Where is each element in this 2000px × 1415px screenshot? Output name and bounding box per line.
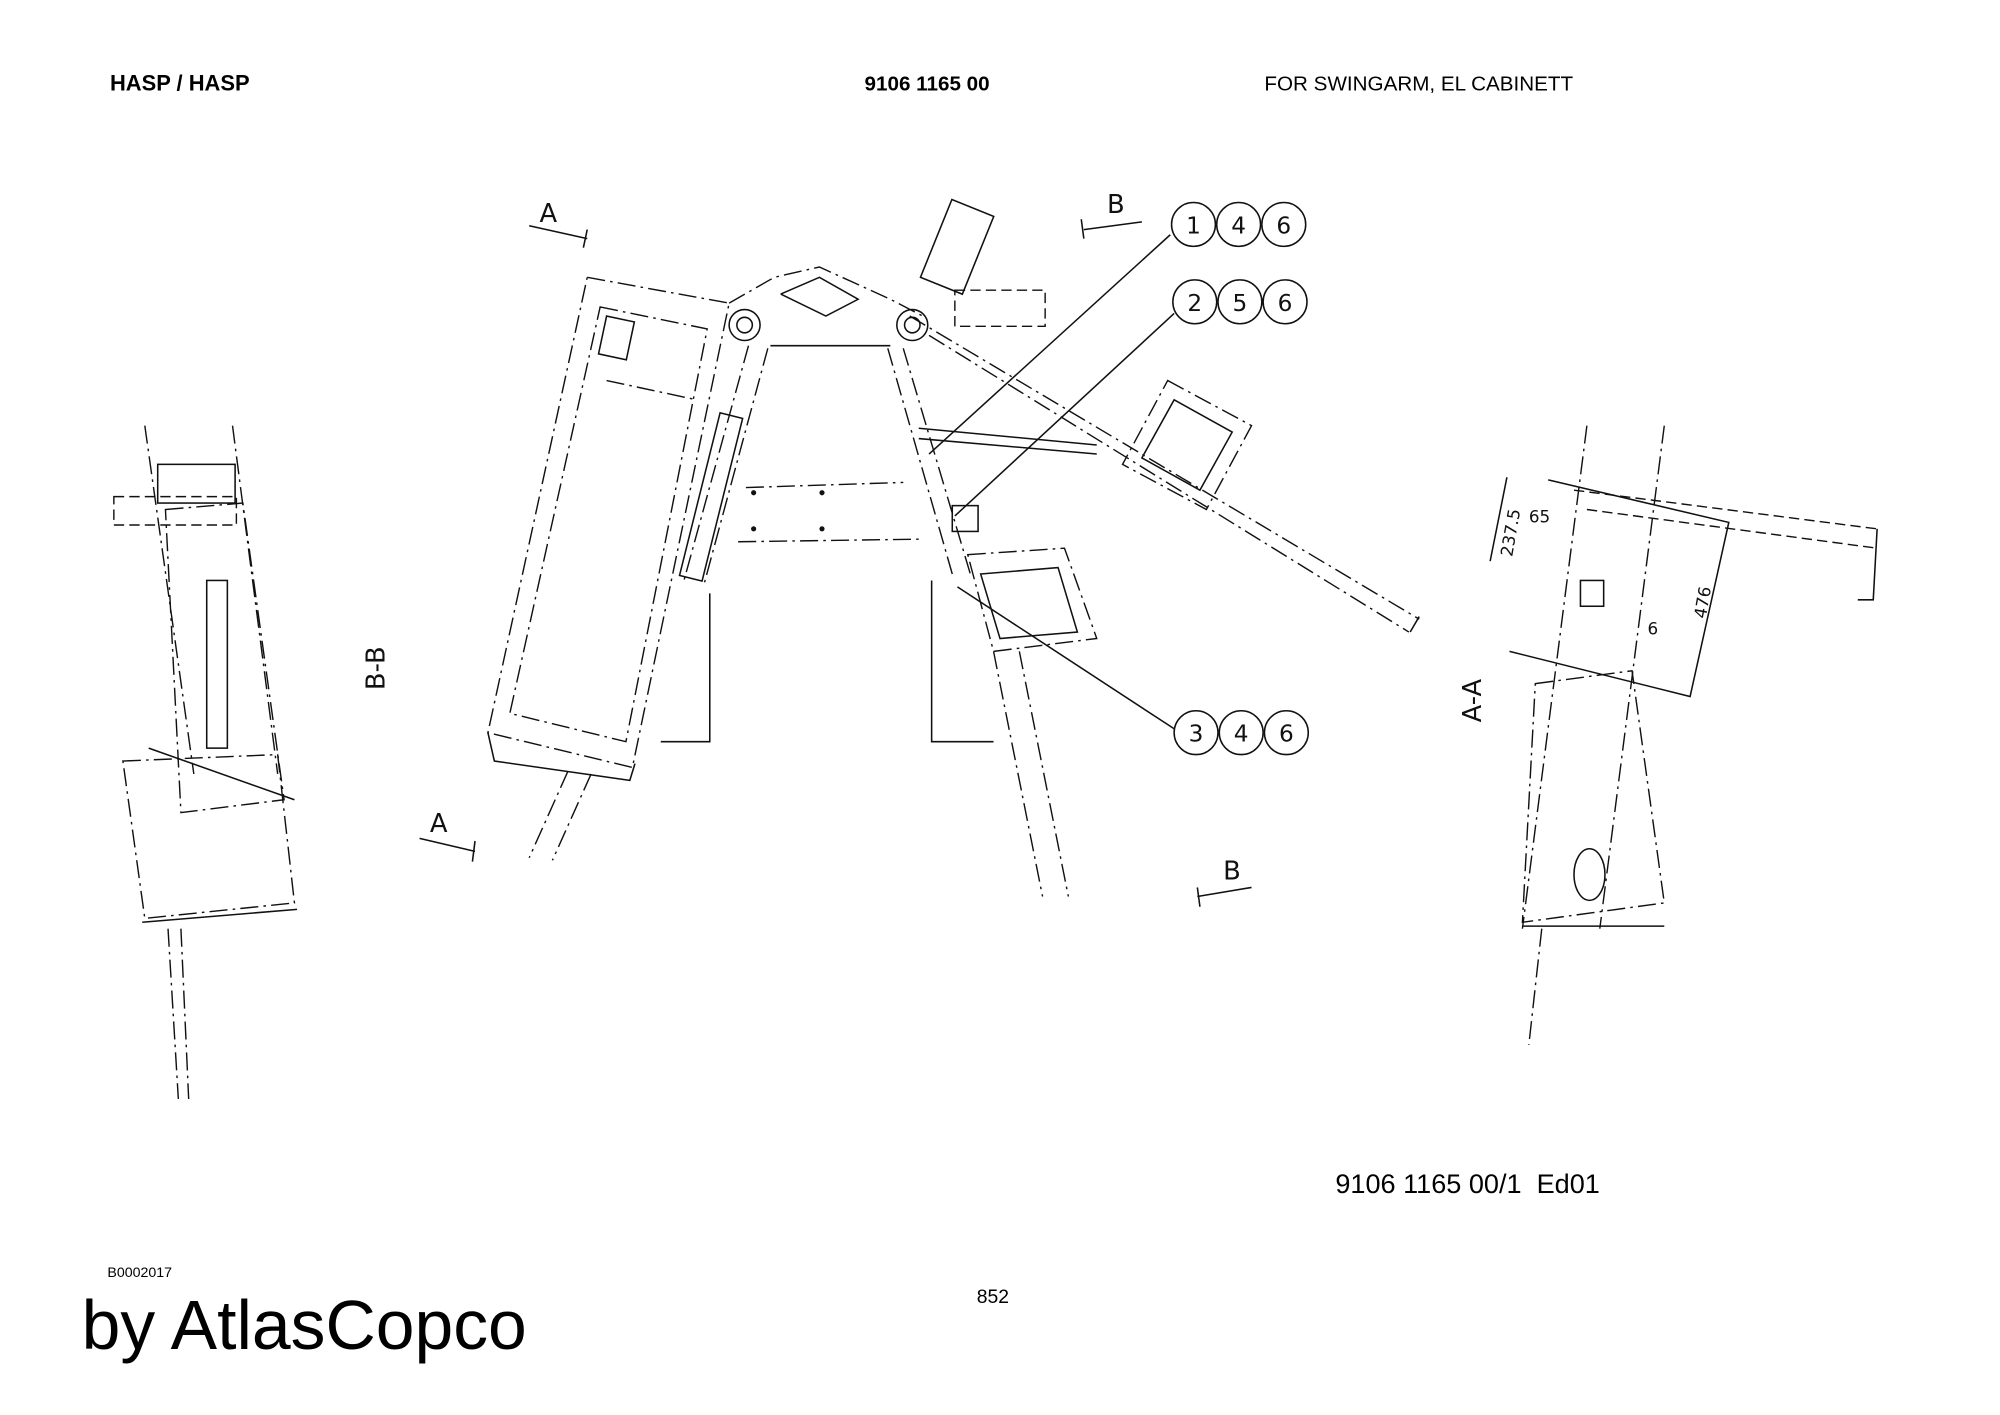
- dimension-237-5: 237.5: [1496, 507, 1524, 558]
- dimension-476: 476: [1690, 585, 1715, 620]
- balloon-item: 2: [1187, 290, 1202, 317]
- balloon-item: 5: [1233, 290, 1248, 317]
- dimension-65: 65: [1529, 506, 1550, 526]
- drawing-reference: 9106 1165 00/1 Ed01: [1335, 1168, 1600, 1199]
- page-title: HASP / HASP: [110, 70, 250, 95]
- balloon-item: 4: [1231, 212, 1246, 239]
- balloon-item: 1: [1186, 212, 1201, 239]
- main-view: [487, 198, 1420, 897]
- balloon-item: 6: [1278, 290, 1293, 317]
- balloon-group-3: 3 4 6: [1173, 709, 1310, 756]
- part-number: 9106 1165 00: [865, 72, 990, 95]
- balloon-item: 3: [1189, 721, 1204, 748]
- section-marker-a-top: A: [540, 199, 558, 229]
- section-view-b-b: B-B: [113, 425, 392, 1100]
- section-label-a-a: A-A: [1458, 679, 1488, 723]
- section-marker-a-bottom: A: [430, 809, 448, 839]
- balloon-group-2: 2 5 6: [1172, 279, 1308, 325]
- page-number: 852: [977, 1286, 1009, 1308]
- dimension-6: 6: [1648, 619, 1659, 639]
- brand-watermark: by AtlasCopco: [82, 1286, 527, 1364]
- balloon-item: 4: [1234, 721, 1249, 748]
- section-marker-b-top: B: [1107, 190, 1125, 220]
- image-code: B0002017: [107, 1265, 172, 1281]
- balloon-group-1: 1 4 6: [1170, 201, 1307, 248]
- section-markers: A B A B: [419, 190, 1252, 907]
- balloon-item: 6: [1276, 212, 1291, 239]
- section-label-b-b: B-B: [362, 646, 392, 690]
- section-marker-b-bottom: B: [1223, 857, 1241, 887]
- section-view-a-a: A-A 237.5 65 476 6: [1458, 425, 1878, 1045]
- balloon-item: 6: [1279, 721, 1294, 748]
- part-description: FOR SWINGARM, EL CABINETT: [1264, 72, 1573, 95]
